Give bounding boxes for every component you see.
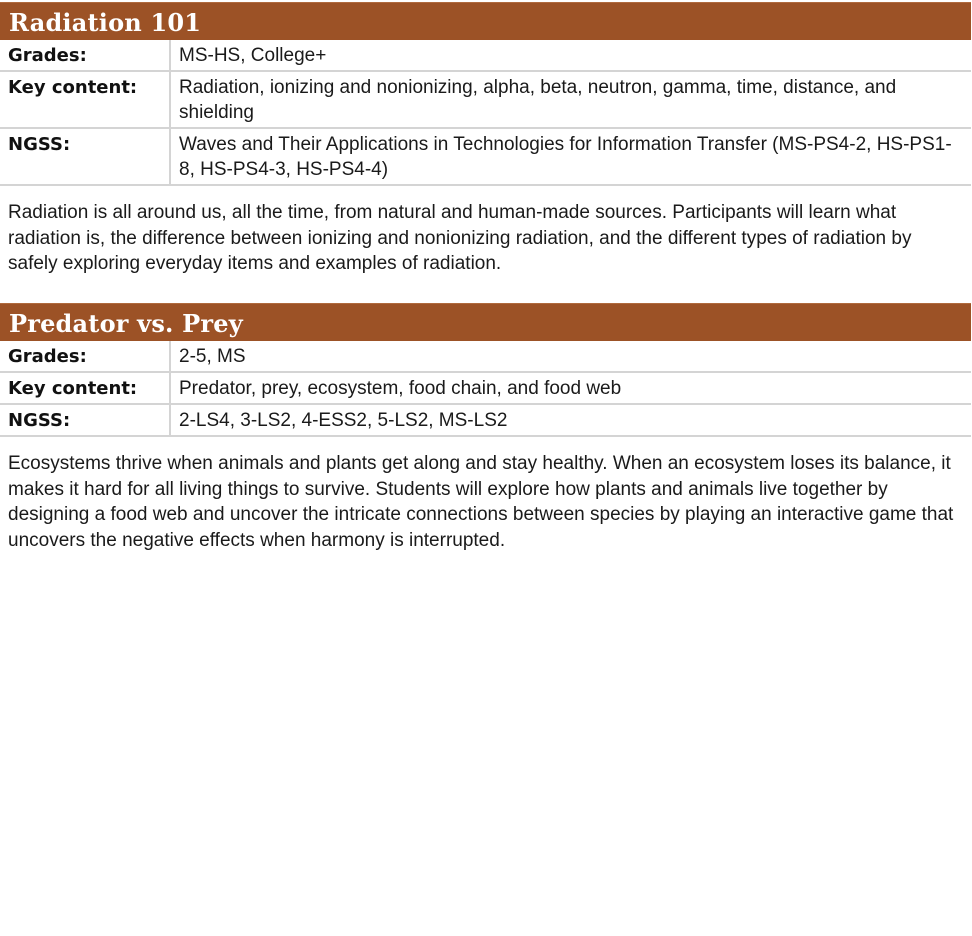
table-row: Key content: Radiation, ionizing and non… xyxy=(0,71,971,129)
table-row: Key content: Predator, prey, ecosystem, … xyxy=(0,372,971,405)
table-row: Grades: MS-HS, College+ xyxy=(0,40,971,72)
row-value: Radiation, ionizing and nonionizing, alp… xyxy=(170,71,971,129)
row-value: Waves and Their Applications in Technolo… xyxy=(170,128,971,186)
section-radiation-101: Radiation 101 Grades: MS-HS, College+ Ke… xyxy=(0,2,971,277)
table-row: NGSS: Waves and Their Applications in Te… xyxy=(0,128,971,186)
section-predator-vs-prey: Predator vs. Prey Grades: 2-5, MS Key co… xyxy=(0,303,971,553)
row-label: Key content: xyxy=(0,372,171,405)
table-row: Grades: 2-5, MS xyxy=(0,341,971,373)
row-value: Predator, prey, ecosystem, food chain, a… xyxy=(170,372,971,405)
row-label: Key content: xyxy=(0,71,171,129)
row-label: Grades: xyxy=(0,341,171,373)
table-row: NGSS: 2-LS4, 3-LS2, 4-ESS2, 5-LS2, MS-LS… xyxy=(0,404,971,437)
section-title: Radiation 101 xyxy=(0,2,971,40)
row-value: 2-5, MS xyxy=(170,341,971,373)
info-table: Grades: MS-HS, College+ Key content: Rad… xyxy=(0,40,971,186)
row-value: MS-HS, College+ xyxy=(170,40,971,72)
section-title: Predator vs. Prey xyxy=(0,303,971,341)
section-description: Radiation is all around us, all the time… xyxy=(8,202,912,274)
row-label: NGSS: xyxy=(0,404,171,437)
row-label: NGSS: xyxy=(0,128,171,186)
info-table: Grades: 2-5, MS Key content: Predator, p… xyxy=(0,341,971,437)
section-description: Ecosystems thrive when animals and plant… xyxy=(8,453,954,551)
row-value: 2-LS4, 3-LS2, 4-ESS2, 5-LS2, MS-LS2 xyxy=(170,404,971,437)
row-label: Grades: xyxy=(0,40,171,72)
